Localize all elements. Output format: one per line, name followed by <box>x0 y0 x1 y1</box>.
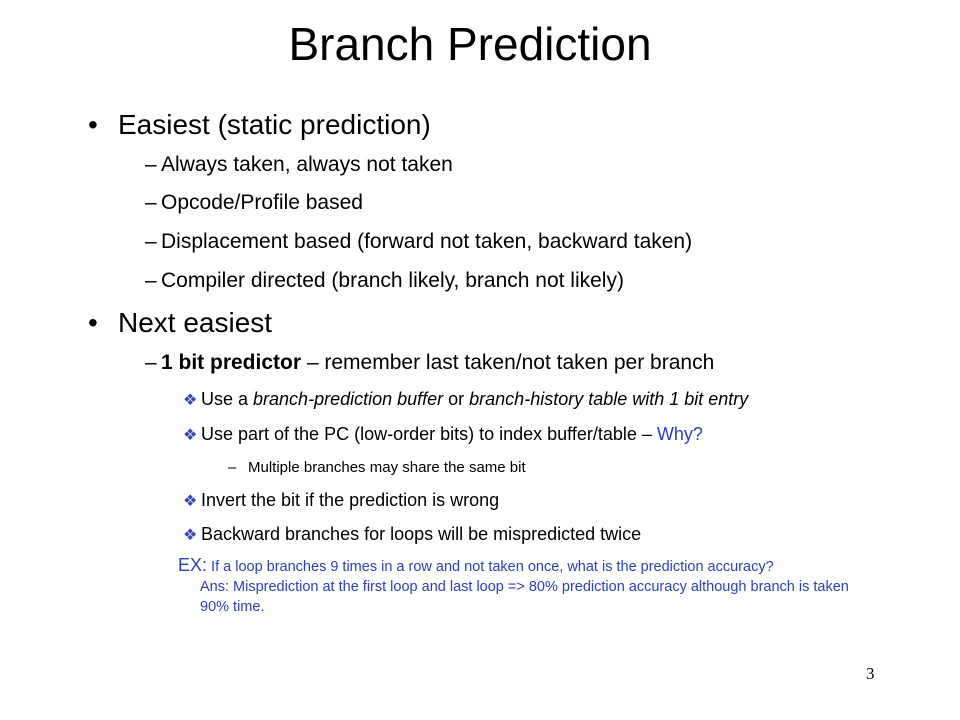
sub-item-text: Displacement based (forward not taken, b… <box>161 230 693 253</box>
bullet-text: Easiest (static prediction) <box>118 109 431 140</box>
italic-term: branch-history table with 1 bit entry <box>469 389 749 409</box>
dash-icon: – <box>145 153 157 176</box>
dash-icon: – <box>228 459 237 476</box>
question-text: If a loop branches 9 times in a row and … <box>207 559 774 575</box>
example-answer: Ans: Misprediction at the first loop and… <box>200 579 849 615</box>
bullet-icon: • <box>88 307 98 338</box>
sub-item-text: – remember last taken/not taken per bran… <box>301 351 715 374</box>
sub-item-text: Opcode/Profile based <box>161 191 363 214</box>
diamond-bullet-icon: ❖ <box>183 493 198 510</box>
sub-item: –Displacement based (forward not taken, … <box>145 229 692 255</box>
detail-item: ❖Use a branch-prediction buffer or branc… <box>183 388 748 412</box>
diamond-bullet-icon: ❖ <box>183 527 198 544</box>
dash-icon: – <box>145 269 157 292</box>
dash-icon: – <box>145 191 157 214</box>
detail-text: Backward branches for loops will be misp… <box>201 524 642 544</box>
sub-item-1bit: –1 bit predictor – remember last taken/n… <box>145 350 714 376</box>
sub-item-text: Compiler directed (branch likely, branch… <box>161 269 624 292</box>
detail-item: ❖Backward branches for loops will be mis… <box>183 523 641 547</box>
sub-item: –Compiler directed (branch likely, branc… <box>145 268 624 294</box>
detail-text: Use part of the PC (low-order bits) to i… <box>201 424 657 444</box>
sub-item-text: Always taken, always not taken <box>161 153 453 176</box>
page-number: 3 <box>866 664 875 683</box>
bullet-text: Next easiest <box>118 307 273 338</box>
example-label: EX: <box>178 555 208 575</box>
detail-text: Use a <box>201 389 254 409</box>
diamond-bullet-icon: ❖ <box>183 427 198 444</box>
slide-title: Branch Prediction <box>288 18 652 70</box>
dash-icon: – <box>145 351 157 374</box>
dash-icon: – <box>145 230 157 253</box>
detail-text: or <box>443 389 470 409</box>
why-text: Why? <box>656 424 703 444</box>
detail-item: ❖Use part of the PC (low-order bits) to … <box>183 423 703 447</box>
diamond-bullet-icon: ❖ <box>183 392 198 409</box>
detail-text: Invert the bit if the prediction is wron… <box>201 490 500 510</box>
example-question: EX: If a loop branches 9 times in a row … <box>178 555 868 577</box>
nested-item: –Multiple branches may share the same bi… <box>228 458 526 478</box>
italic-term: branch-prediction buffer <box>253 389 444 409</box>
sub-item: –Opcode/Profile based <box>145 190 363 216</box>
nested-text: Multiple branches may share the same bit <box>248 459 526 476</box>
sub-item: –Always taken, always not taken <box>145 152 453 178</box>
bold-term: 1 bit predictor <box>161 351 302 374</box>
detail-item: ❖Invert the bit if the prediction is wro… <box>183 489 499 513</box>
bullet-icon: • <box>88 109 98 140</box>
example-block: EX: If a loop branches 9 times in a row … <box>178 555 868 617</box>
